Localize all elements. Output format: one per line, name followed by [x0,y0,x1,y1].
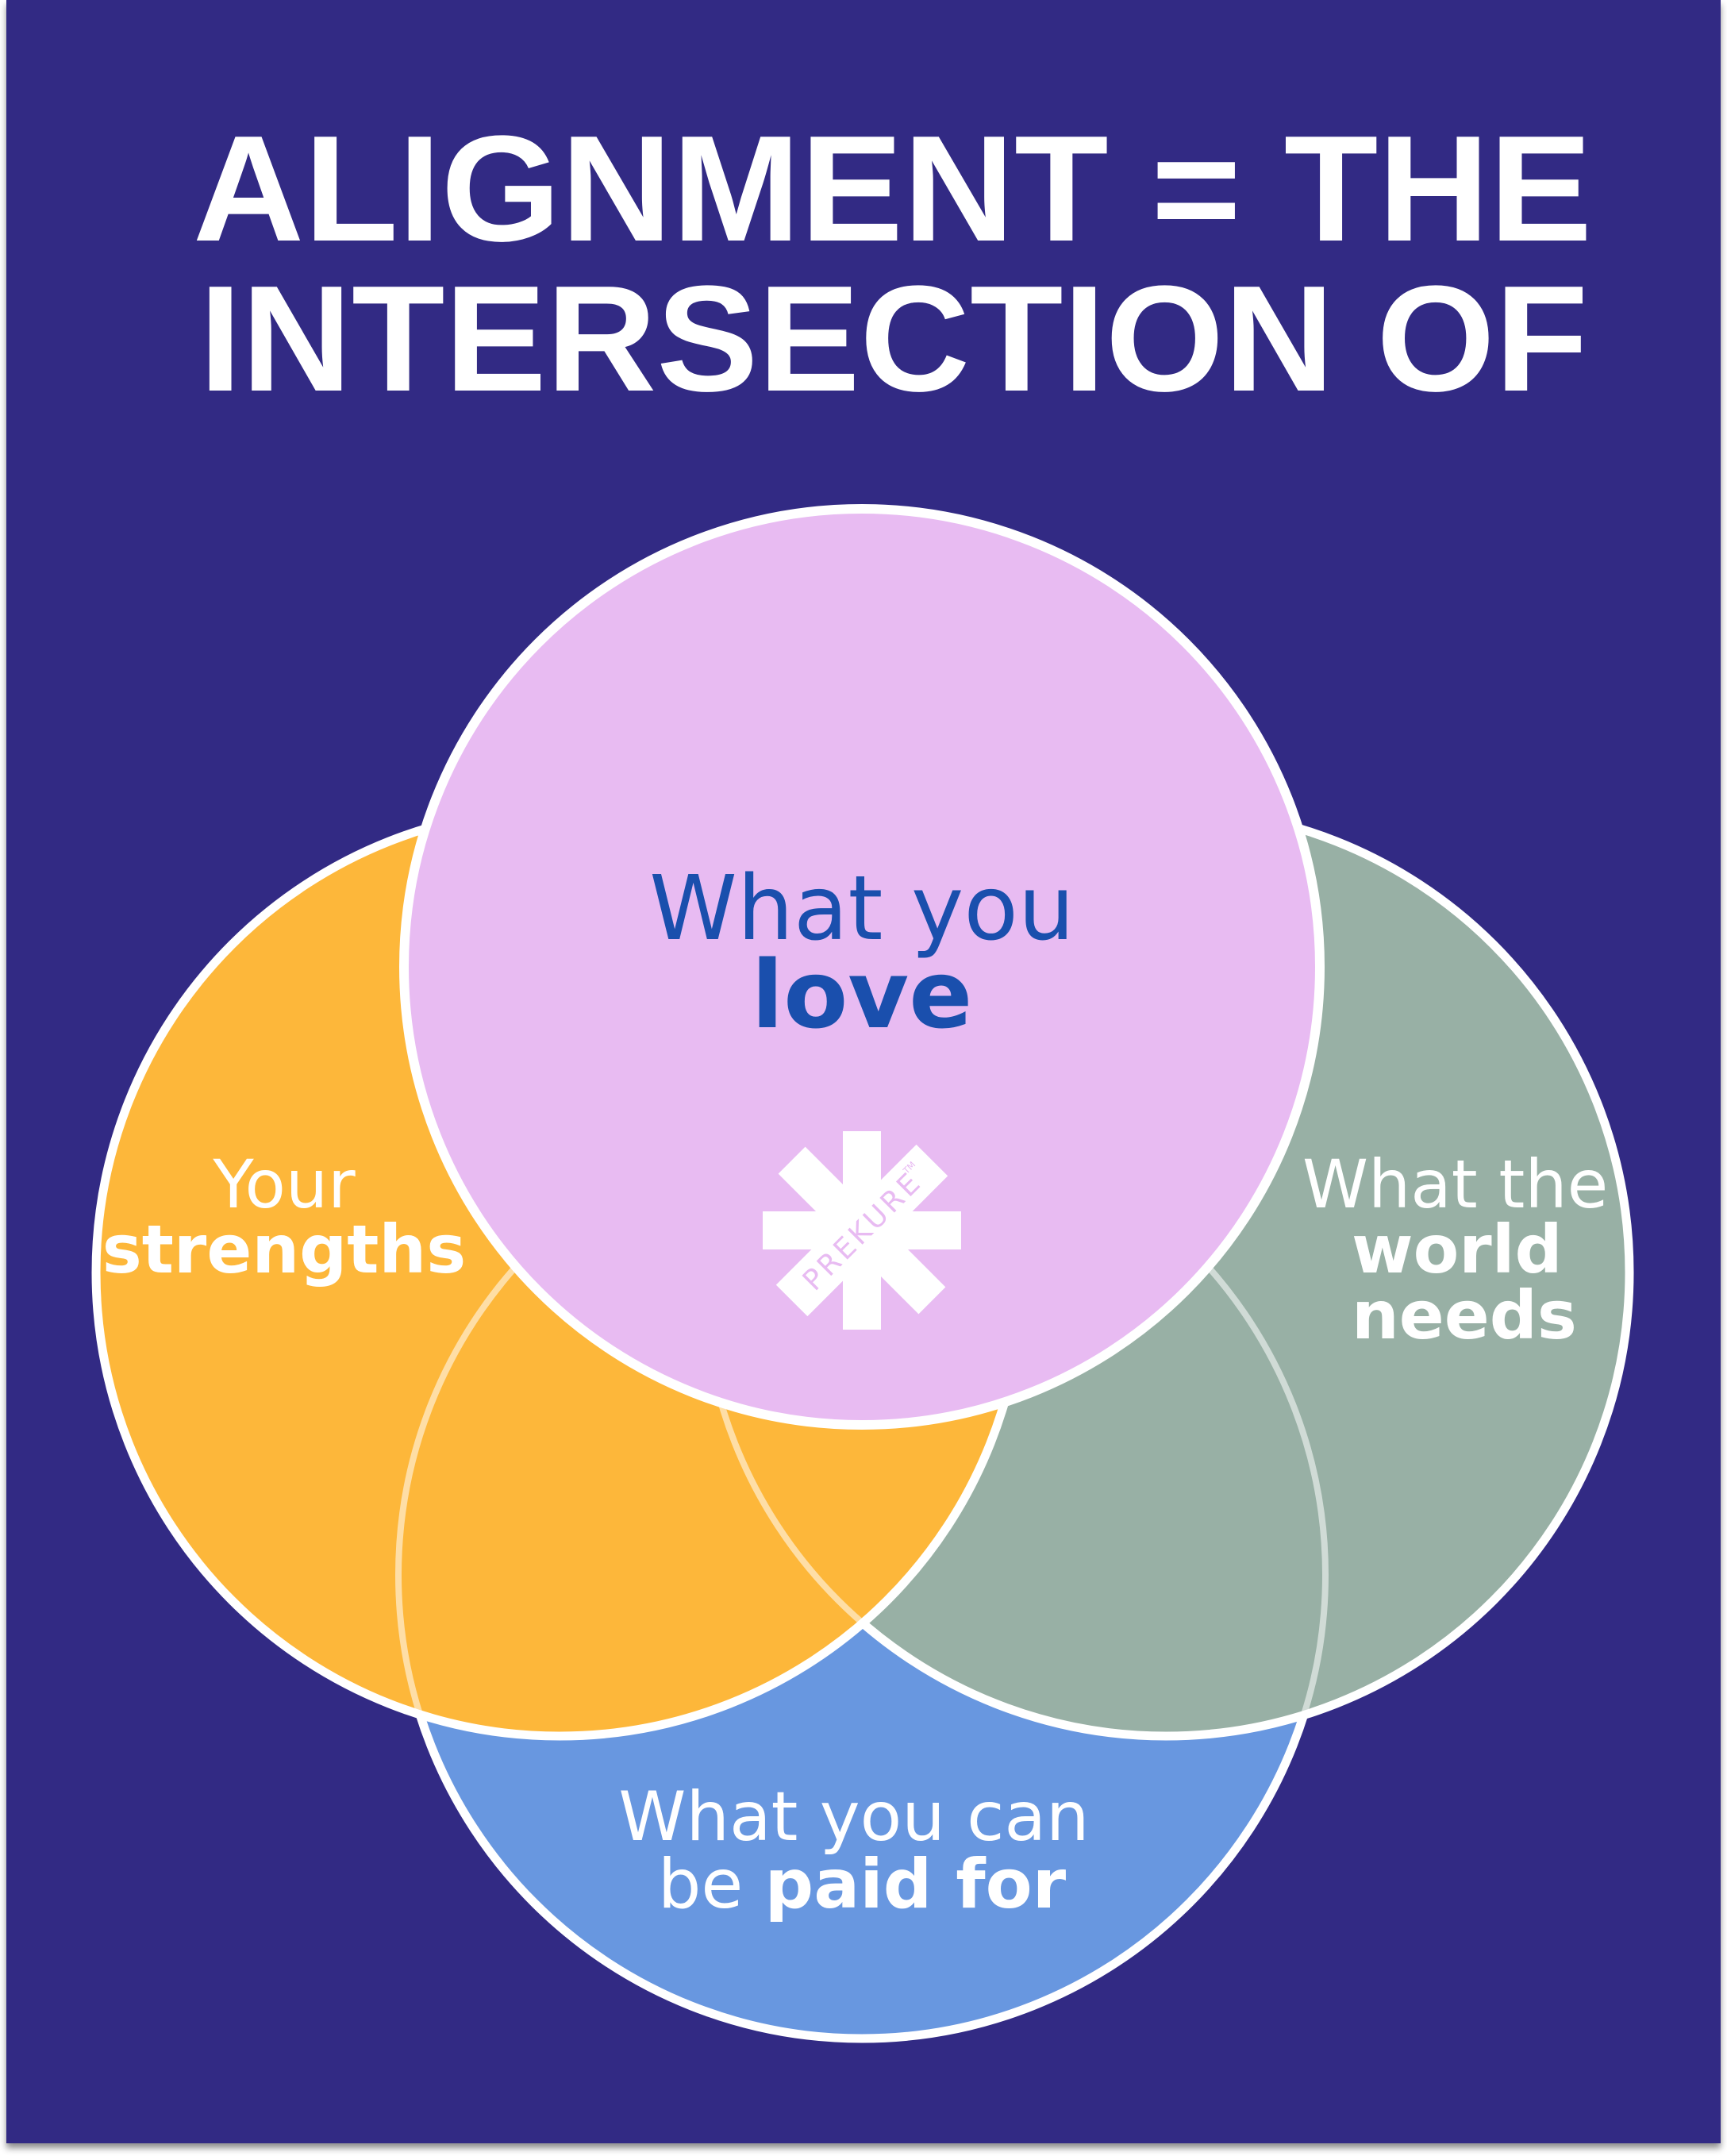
world-label-bold1: world [1352,1211,1563,1288]
paid-label-line1: What you can [618,1777,1089,1857]
world-label-bold2: needs [1352,1276,1577,1354]
prekure-logo-icon: PREKURE TM [763,1131,961,1330]
paid-label-line2: be paid for [658,1845,1067,1924]
world-label-line1: What the [1302,1145,1608,1223]
title-line-1: ALIGNMENT = THE [193,105,1592,273]
poster: ALIGNMENT = THE INTERSECTION OF What you… [6,0,1721,2143]
strengths-label-line1: Your [212,1145,356,1223]
venn-diagram: ALIGNMENT = THE INTERSECTION OF What you… [6,0,1721,2143]
love-label-line1: What you [649,857,1075,961]
title-line-2: INTERSECTION OF [199,255,1588,423]
strengths-label-bold: strengths [102,1211,466,1288]
circle-love [399,504,1325,1430]
love-label-bold: love [752,940,972,1049]
